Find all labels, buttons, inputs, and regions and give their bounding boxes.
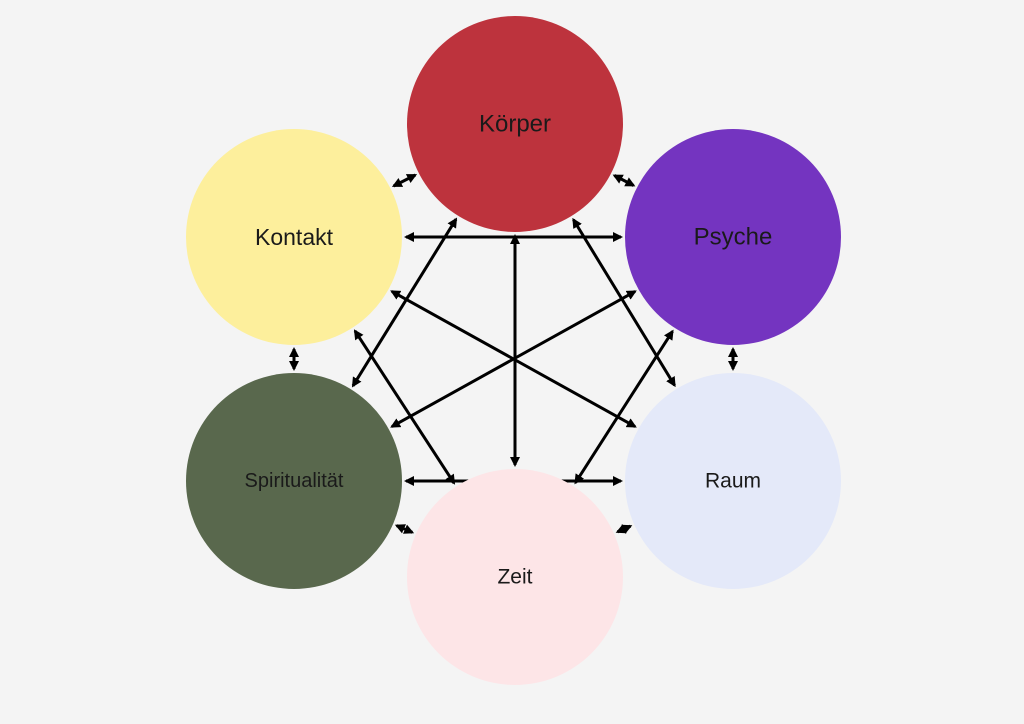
node-koerper: Körper (407, 16, 623, 232)
node-label-spiritualitaet: Spiritualität (245, 470, 344, 492)
node-raum: Raum (625, 373, 841, 589)
node-kontakt: Kontakt (186, 129, 402, 345)
arrow-kontakt-koerper (391, 173, 418, 188)
arrow-koerper-psyche (612, 174, 636, 187)
node-label-psyche: Psyche (694, 224, 773, 251)
node-circle-koerper (407, 16, 623, 232)
node-circle-raum (625, 373, 841, 589)
arrow-psyche-spiritualitaet (390, 290, 637, 428)
node-circle-zeit (407, 469, 623, 685)
node-zeit: Zeit (407, 469, 623, 685)
connection-arrows (289, 173, 738, 534)
node-label-kontakt: Kontakt (255, 224, 334, 250)
node-label-zeit: Zeit (497, 566, 532, 589)
node-label-koerper: Körper (479, 111, 551, 138)
node-label-raum: Raum (705, 470, 761, 493)
arrow-psyche-zeit (574, 329, 674, 485)
node-circle-kontakt (186, 129, 402, 345)
node-circle-psyche (625, 129, 841, 345)
arrow-zeit-spiritualitaet (394, 524, 415, 534)
arrow-raum-zeit (615, 524, 633, 534)
node-spiritualitaet: Spiritualität (186, 373, 402, 589)
node-circle-spiritualitaet (186, 373, 402, 589)
node-psyche: Psyche (625, 129, 841, 345)
